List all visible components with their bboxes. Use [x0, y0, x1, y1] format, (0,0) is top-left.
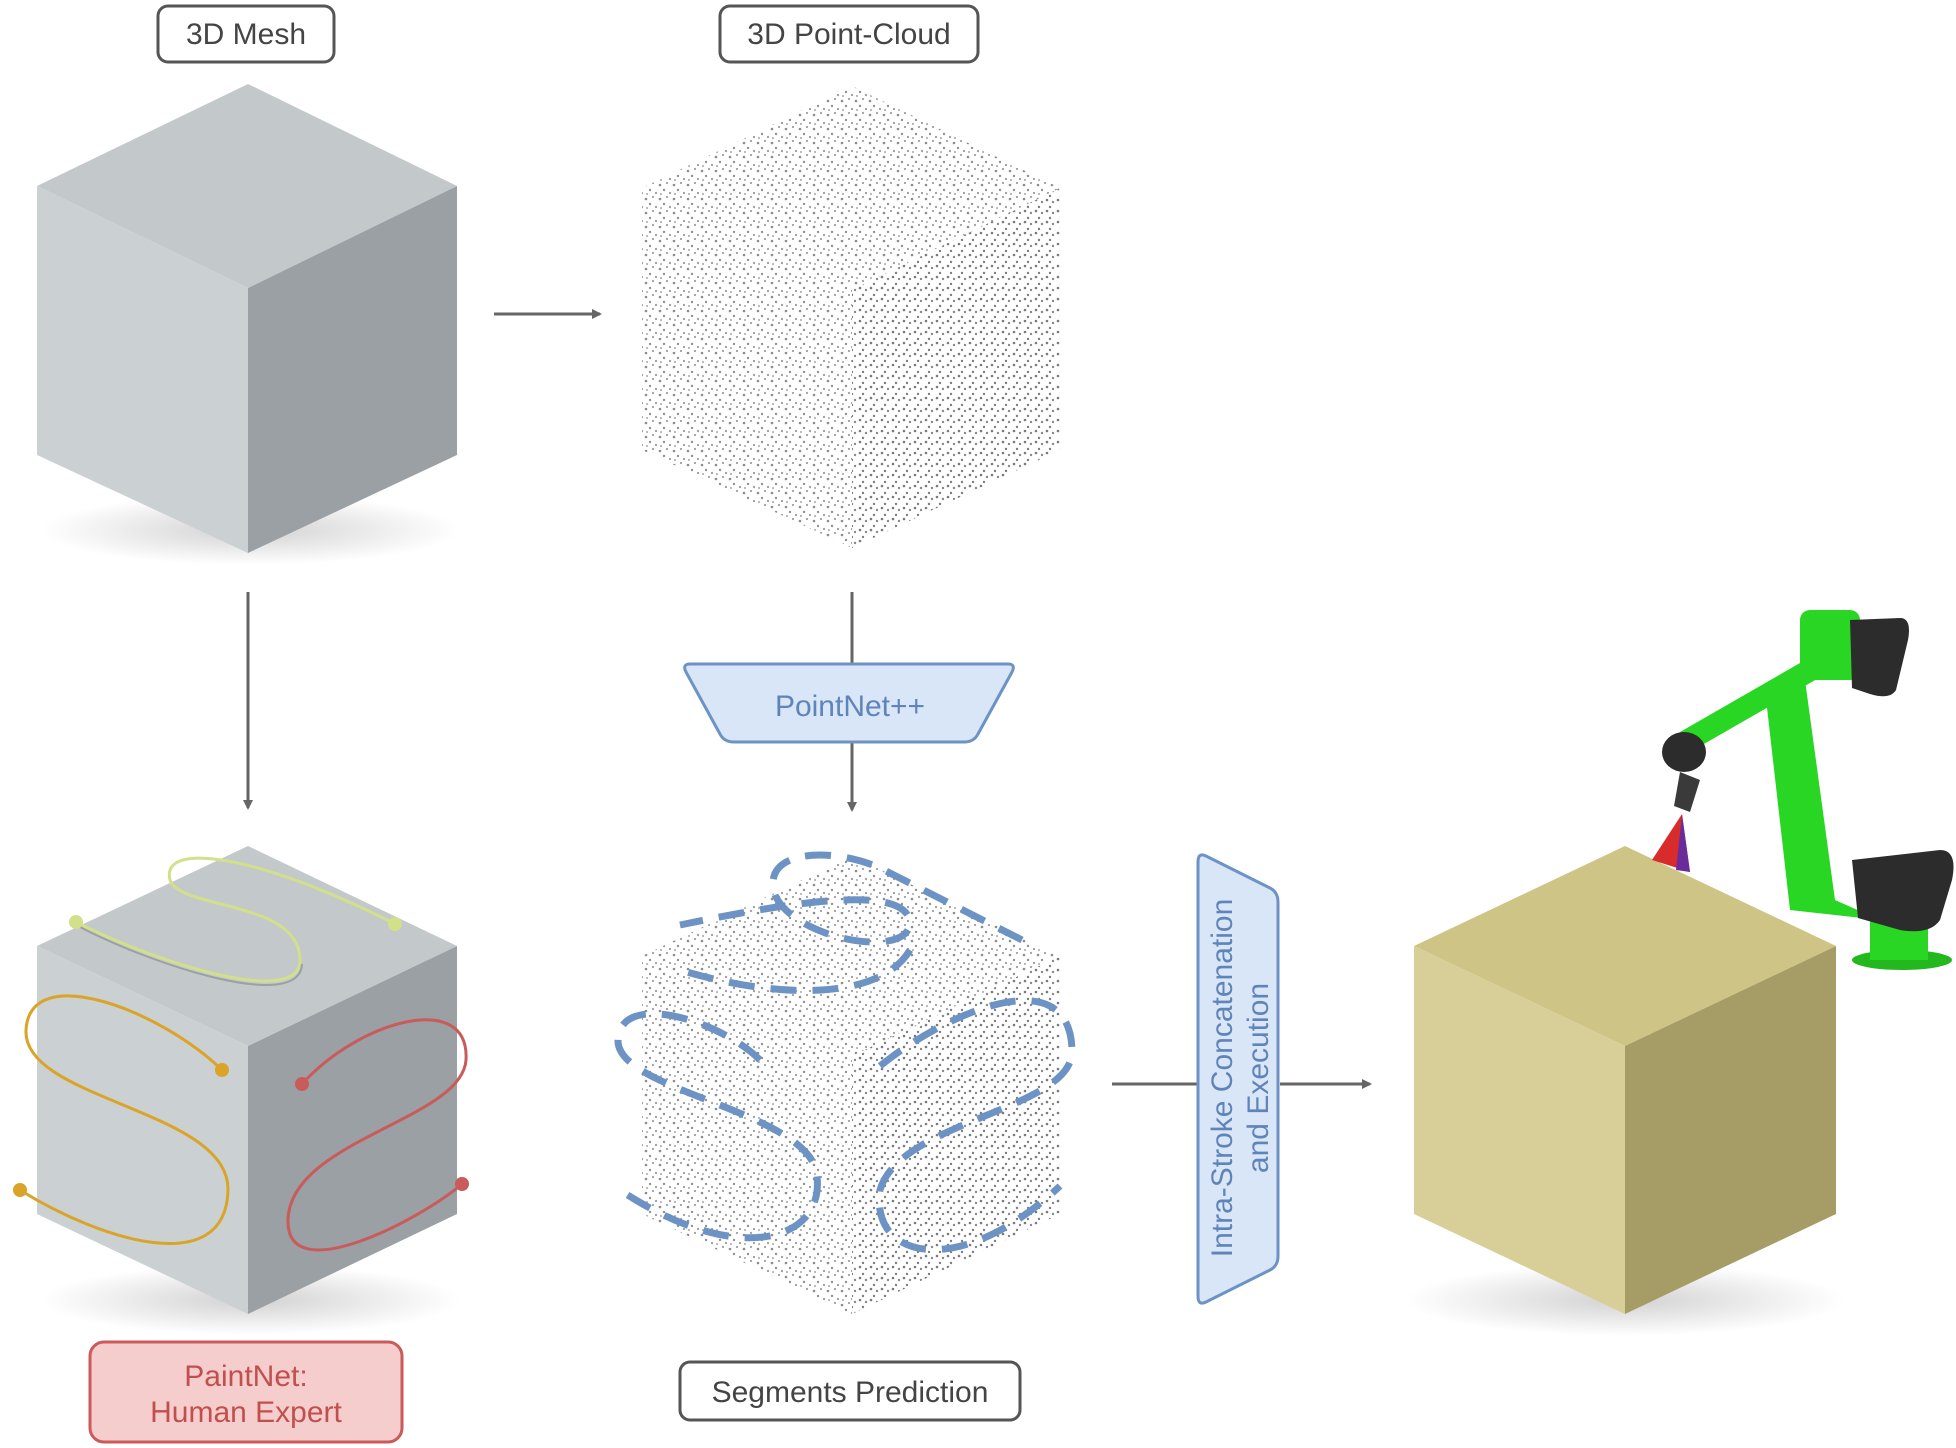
- pointnet-label: PointNet++: [775, 690, 925, 723]
- concat-block: Intra-Stroke Concatenation and Execution: [1196, 853, 1280, 1305]
- target-box: [1405, 846, 1845, 1336]
- segment-right: [875, 997, 1076, 1253]
- robot-arm: [1652, 610, 1954, 970]
- concat-label-line1: Intra-Stroke Concatenation: [1206, 899, 1239, 1258]
- pointcloud-label-box: 3D Point-Cloud: [718, 4, 980, 64]
- expert-label-line2: Human Expert: [150, 1396, 342, 1429]
- expert-strokes: [13, 856, 469, 1252]
- stroke-top-end: [388, 917, 402, 931]
- expert-label-box: PaintNet: Human Expert: [88, 1340, 404, 1444]
- stroke-right-end: [455, 1177, 469, 1191]
- stroke-left-end: [13, 1183, 27, 1197]
- segments-label: Segments Prediction: [712, 1376, 989, 1409]
- mesh-cube: [37, 84, 460, 565]
- mesh-cube-left: [37, 186, 248, 553]
- stroke-right-start: [295, 1077, 309, 1091]
- pointnet-block: PointNet++: [683, 662, 1015, 744]
- stroke-top-start: [69, 915, 83, 929]
- segments-cube: [642, 856, 1060, 1314]
- stroke-top-shadow: [77, 925, 303, 986]
- concat-label-line2: and Execution: [1242, 983, 1275, 1173]
- pointcloud-label: 3D Point-Cloud: [747, 18, 950, 51]
- stroke-top: [75, 856, 396, 983]
- segment-top-2: [678, 948, 913, 994]
- mesh-label-box: 3D Mesh: [156, 4, 336, 64]
- pointcloud-cube: [642, 86, 1060, 548]
- stroke-left: [19, 994, 230, 1245]
- mesh-cube-top: [37, 84, 457, 288]
- expert-label-line1: PaintNet:: [184, 1360, 307, 1393]
- stroke-right: [286, 1018, 468, 1252]
- mesh-label: 3D Mesh: [186, 18, 306, 51]
- stroke-left-start: [215, 1063, 229, 1077]
- segment-outlines: [614, 851, 1076, 1253]
- segment-top-1: [679, 851, 1024, 946]
- mesh-cube-right: [248, 186, 457, 553]
- segment-left: [614, 1010, 821, 1242]
- segments-label-box: Segments Prediction: [678, 1360, 1022, 1422]
